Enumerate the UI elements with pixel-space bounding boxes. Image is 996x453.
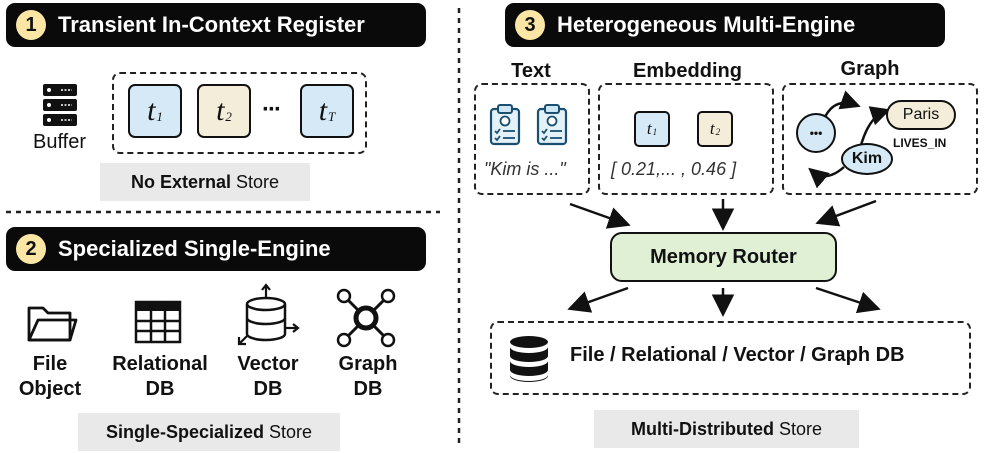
database-icon [510,336,548,382]
engine-graph-line1: Graph [338,353,398,375]
graph-box [782,83,978,195]
embed-token-t1-base: t [646,119,652,138]
engine-graph-line2: DB [353,378,383,400]
section1-title: Transient In-Context Register [58,12,365,37]
token-t1-base: t [147,94,156,127]
section1-store: No External Store [100,163,310,201]
section1-header: 1 Transient In-Context Register [6,3,426,47]
engine-vector-label: Vector DB [218,352,318,402]
token-t2-base: t [216,94,225,127]
engine-relational-label: Relational DB [100,352,220,402]
engine-file-line2: Object [18,378,82,400]
graph-node-ellipsis: ••• [796,113,836,153]
token-t2-sub: 2 [225,109,232,124]
server-icon [43,84,77,126]
database-axes-icon [237,283,300,346]
section3-header: 3 Heterogeneous Multi-Engine [505,3,945,47]
embedding-label: Embedding [633,60,742,82]
section1-store-rest: Store [236,171,280,192]
table-grid-icon [134,300,182,344]
graph-node-ellipsis-text: ••• [809,126,823,140]
clipboard-icon [536,104,568,146]
text-example: "Kim is ..." [484,159,566,179]
memory-router: Memory Router [610,232,837,282]
engine-file-line1: File [32,353,68,375]
graph-node-kim-text: Kim [851,150,883,167]
section2-header: 2 Specialized Single-Engine [6,227,426,271]
token-ellipsis: ··· [262,96,282,123]
section2-store-rest: Store [269,421,313,442]
embed-token-t1-sub: 1 [652,127,658,137]
folder-icon [27,306,78,342]
context-window [112,72,367,154]
embed-token-t2-sub: 2 [715,127,721,137]
memory-router-label: Memory Router [650,245,797,268]
graph-network-icon [336,288,396,348]
section1-store-bold: No External [130,171,231,192]
multi-db-label: File / Relational / Vector / Graph DB [570,344,905,366]
engine-relational-line2: DB [145,378,175,400]
section3-number: 3 [515,10,545,40]
engine-relational-line1: Relational [112,353,208,375]
buffer-label: Buffer [33,131,86,153]
engine-graph-label: Graph DB [318,352,418,402]
token-tT-sub: T [328,109,336,124]
graph-label: Graph [840,58,900,80]
engine-file-label: File Object [0,352,100,402]
token-t1-sub: 1 [156,109,163,124]
section3-store: Multi-Distributed Store [594,410,859,448]
section2-number: 2 [16,234,46,264]
embedding-box [598,83,774,195]
token-tT-base: t [318,94,328,127]
section3-store-rest: Store [778,418,822,439]
section3-store-bold: Multi-Distributed [630,418,774,439]
section3-title: Heterogeneous Multi-Engine [557,12,856,37]
graph-node-paris: Paris [886,100,956,130]
section2-title: Specialized Single-Engine [58,236,331,261]
text-label: Text [511,60,551,82]
graph-edge-label: LIVES_IN [893,136,947,150]
section2-store: Single-Specialized Store [78,413,340,451]
multi-db-box [490,321,971,395]
clipboard-icon [489,104,521,146]
engine-vector-line2: DB [253,378,283,400]
embed-token-t2-base: t [709,119,715,138]
graph-node-paris-text: Paris [902,106,940,123]
section1-number: 1 [16,10,46,40]
section2-store-bold: Single-Specialized [105,421,264,442]
embedding-example: [ 0.21,... , 0.46 ] [611,159,737,179]
engine-vector-line1: Vector [237,353,299,375]
graph-node-kim: Kim [841,143,893,175]
text-box [474,83,590,195]
